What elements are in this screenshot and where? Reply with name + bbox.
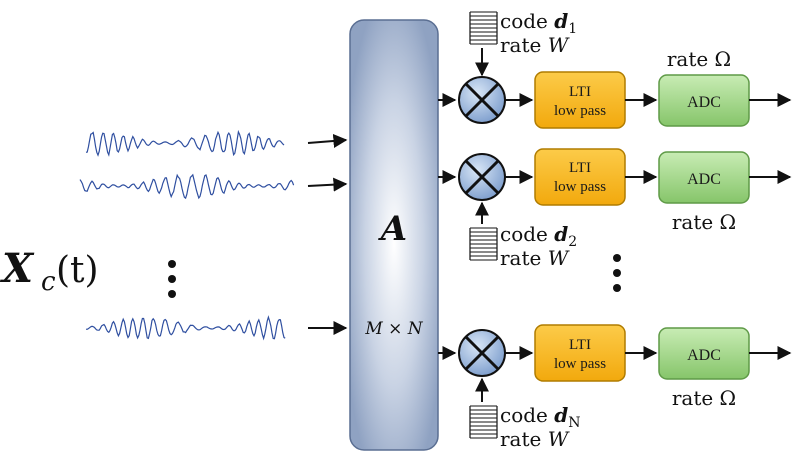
input-arrows [307, 134, 348, 335]
matrix-dimensions: M × N [364, 319, 423, 339]
code-label: code d2 [500, 222, 577, 250]
output-ellipsis [613, 254, 621, 292]
code-sequence-icon [469, 405, 498, 439]
filter-line1: LTI [569, 337, 591, 353]
adc-rate-label: rate Ω [672, 210, 736, 234]
waveform-group [79, 129, 295, 341]
lti-filter-block: LTI low pass [534, 71, 626, 129]
adc-rate-label: rate Ω [672, 386, 736, 410]
rate-label: rate W [500, 427, 570, 451]
arrow-icon [307, 177, 348, 192]
matrix-rect [349, 19, 439, 451]
arrow-icon [307, 134, 348, 148]
input-ellipsis [168, 260, 176, 298]
filter-line1: LTI [569, 160, 591, 176]
filter-line2: low pass [554, 179, 606, 195]
rate-label: rate W [500, 33, 570, 57]
signal-subscript: c [41, 267, 56, 297]
code-sequence-icon [469, 227, 498, 261]
adc-block: ADC [658, 327, 750, 380]
signal-argument: (t) [56, 250, 99, 291]
channel-2: LTI low pass ADC rate Ω code d2 rate W [438, 148, 792, 270]
filter-line1: LTI [569, 84, 591, 100]
code-sequence-icon [469, 11, 498, 45]
adc-label: ADC [687, 347, 721, 364]
multiplier-icon [458, 329, 506, 377]
signal-symbol: X [0, 245, 35, 292]
lti-filter-block: LTI low pass [534, 324, 626, 382]
filter-line2: low pass [554, 103, 606, 119]
code-label: code dN [500, 403, 580, 431]
adc-block: ADC [658, 151, 750, 204]
channel-1: LTI low pass ADC rate Ω code d1 rate W [438, 9, 792, 129]
waveform-icon [79, 173, 295, 200]
adc-label: ADC [687, 94, 721, 111]
lti-filter-block: LTI low pass [534, 148, 626, 206]
matrix-symbol: A [378, 209, 407, 249]
input-signal-label: X c (t) [0, 245, 99, 297]
multiplier-icon [458, 76, 506, 124]
matrix-block: A M × N [349, 19, 439, 451]
rate-label: rate W [500, 246, 570, 270]
channel-n: LTI low pass ADC rate Ω code dN rate W [438, 324, 792, 451]
adc-block: ADC [658, 74, 750, 127]
waveform-icon [85, 315, 286, 341]
adc-rate-label: rate Ω [667, 47, 731, 71]
filter-line2: low pass [554, 356, 606, 372]
waveform-icon [85, 129, 285, 157]
code-label: code d1 [500, 9, 577, 37]
multiplier-icon [458, 153, 506, 201]
adc-label: ADC [687, 171, 721, 188]
